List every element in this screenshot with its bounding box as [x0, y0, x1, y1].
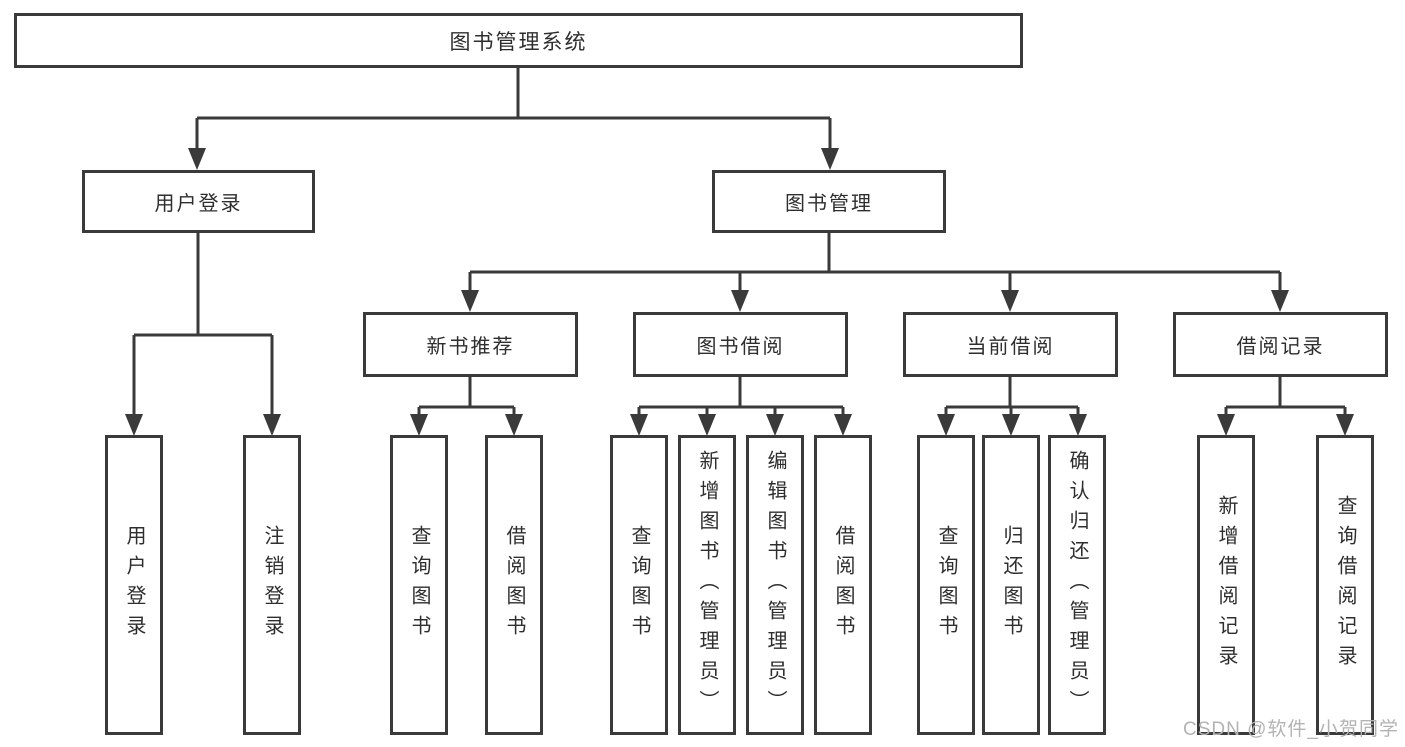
leaf-add-borrow-record: 新增借阅记录 [1197, 435, 1255, 735]
leaf-query-books-2: 查询图书 [610, 435, 668, 735]
node-new-book-recommend: 新书推荐 [363, 312, 578, 377]
node-current-borrow: 当前借阅 [903, 312, 1118, 377]
leaf-label: 新增图书（管理员） [696, 450, 718, 720]
node-library-management-system: 图书管理系统 [14, 13, 1023, 68]
node-label: 借阅记录 [1236, 336, 1325, 358]
leaf-label: 查询借阅记录 [1334, 495, 1356, 675]
node-book-management: 图书管理 [712, 170, 946, 233]
leaf-label: 用户登录 [123, 525, 145, 645]
leaf-label: 查询图书 [628, 525, 650, 645]
node-label: 用户登录 [154, 193, 243, 215]
node-book-borrow: 图书借阅 [633, 312, 848, 377]
node-label: 新书推荐 [426, 336, 515, 358]
leaf-label: 编辑图书（管理员） [764, 450, 786, 720]
leaf-label: 查询图书 [935, 525, 957, 645]
leaf-label: 借阅图书 [503, 525, 525, 645]
leaf-label: 查询图书 [408, 525, 430, 645]
leaf-borrow-books-2: 借阅图书 [814, 435, 872, 735]
leaf-label: 归还图书 [1000, 525, 1022, 645]
leaf-label: 注销登录 [261, 525, 283, 645]
leaf-label: 借阅图书 [832, 525, 854, 645]
node-label: 图书管理 [785, 193, 873, 215]
leaf-query-books-1: 查询图书 [390, 435, 448, 735]
node-label: 图书借阅 [696, 336, 785, 358]
leaf-confirm-return-admin: 确认归还（管理员） [1048, 435, 1106, 735]
node-label: 图书管理系统 [449, 30, 588, 54]
leaf-logout: 注销登录 [243, 435, 301, 735]
node-user-login: 用户登录 [82, 170, 315, 233]
leaf-query-books-3: 查询图书 [917, 435, 975, 735]
leaf-borrow-books-1: 借阅图书 [485, 435, 543, 735]
leaf-label: 确认归还（管理员） [1066, 450, 1088, 720]
leaf-edit-books-admin: 编辑图书（管理员） [746, 435, 804, 735]
leaf-return-books: 归还图书 [982, 435, 1040, 735]
leaf-add-books-admin: 新增图书（管理员） [678, 435, 736, 735]
node-borrow-records: 借阅记录 [1173, 312, 1388, 377]
leaf-query-borrow-record: 查询借阅记录 [1316, 435, 1374, 735]
csdn-watermark: CSDN @软件_小贺同学 [1183, 719, 1399, 740]
node-label: 当前借阅 [966, 336, 1055, 358]
leaf-user-login: 用户登录 [105, 435, 163, 735]
leaf-label: 新增借阅记录 [1215, 495, 1237, 675]
